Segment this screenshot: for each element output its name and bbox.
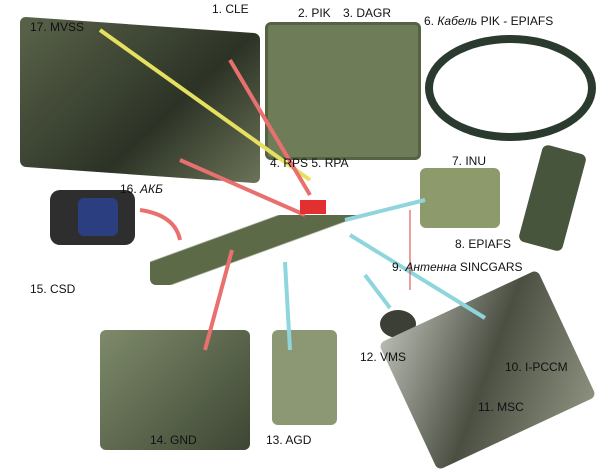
arrow-mvss xyxy=(98,28,312,182)
akb-word: АКБ xyxy=(140,182,163,196)
label-dagr: 3. DAGR xyxy=(343,6,392,20)
cable-rest: PIK - EPIAFS xyxy=(480,14,554,28)
label-rps-rpa: 4. RPS 5. RPA xyxy=(270,156,349,170)
arrow-pccm xyxy=(348,233,487,320)
label-vms: 12. VMS xyxy=(360,350,407,364)
label-akb: 16. АКБ xyxy=(120,182,163,196)
arrow-cle xyxy=(228,58,312,197)
arrow-akb xyxy=(179,158,306,217)
arrow-gnd xyxy=(203,249,234,351)
arrow-inu xyxy=(344,198,426,222)
antenna-rest: SINCGARS xyxy=(459,260,523,274)
arrow-agd xyxy=(283,261,292,351)
arrow-vms xyxy=(363,273,392,310)
label-inu: 7. INU xyxy=(452,154,487,168)
cable-photo xyxy=(425,35,596,141)
antenna-num: 9. xyxy=(392,260,403,274)
cle-box-photo xyxy=(265,22,421,160)
cle-highlight xyxy=(300,200,326,214)
cable-num: 6. xyxy=(424,14,435,28)
label-pik: 2. PIK xyxy=(298,6,331,20)
antenna-word: Антенна xyxy=(405,260,457,274)
label-ipccm: 10. I-PCCM xyxy=(505,360,568,374)
inu-photo xyxy=(420,168,500,228)
akb-num: 16. xyxy=(120,182,137,196)
howitzer-photo xyxy=(150,215,380,285)
label-antenna: 9. Антенна SINCGARS xyxy=(392,260,523,274)
label-msc: 11. MSC xyxy=(478,400,524,414)
label-csd: 15. CSD xyxy=(30,282,76,296)
label-epiafs: 8. EPIAFS xyxy=(455,237,512,251)
arrow-csd xyxy=(139,208,182,241)
gnd-photo xyxy=(100,330,250,450)
label-cle: 1. CLE xyxy=(212,2,249,16)
csd-screen xyxy=(78,198,118,236)
label-agd: 13. AGD xyxy=(266,433,312,447)
label-gnd: 14. GND xyxy=(150,433,197,447)
label-cable: 6. Кабель PIK - EPIAFS xyxy=(424,14,553,28)
label-mvss: 17. MVSS xyxy=(30,20,85,34)
cable-word: Кабель xyxy=(437,14,478,28)
agd-photo xyxy=(272,330,337,425)
